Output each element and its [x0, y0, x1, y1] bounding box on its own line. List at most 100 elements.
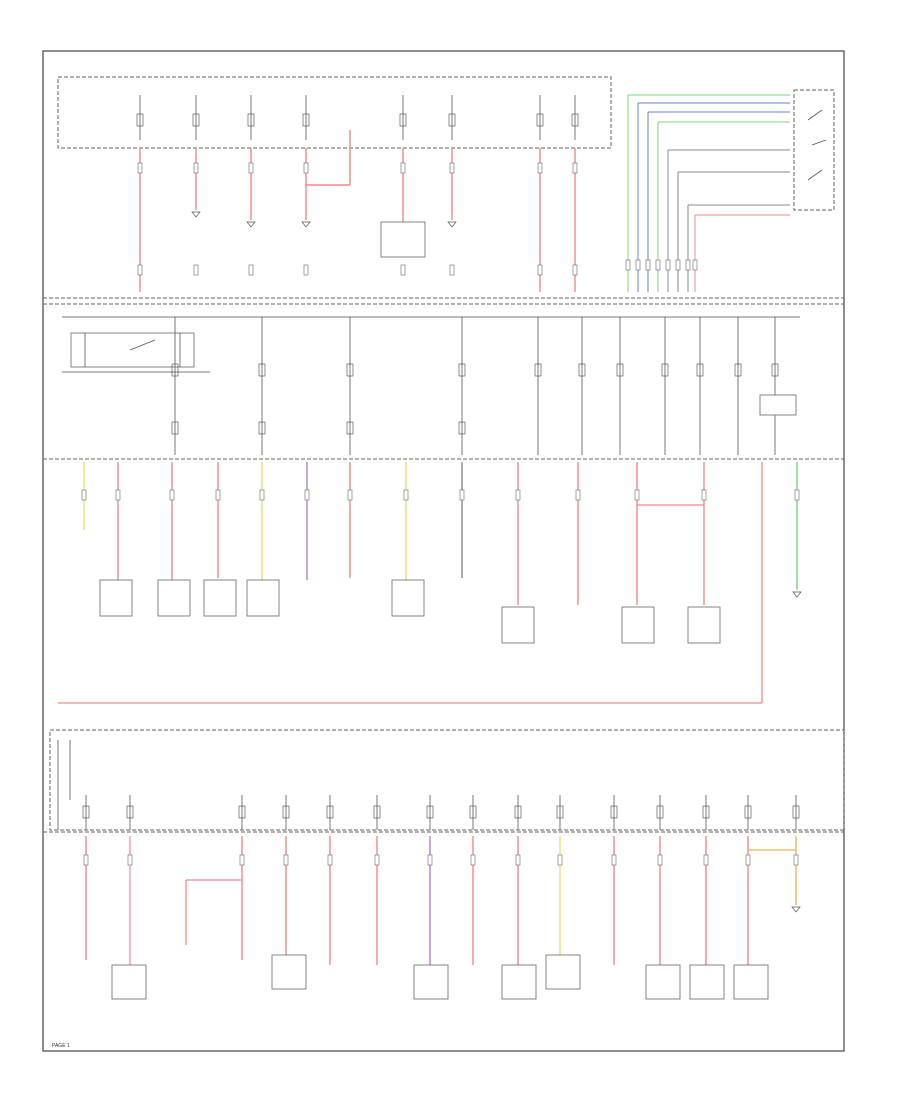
connector — [303, 162, 309, 174]
fuse-symbol — [792, 805, 800, 819]
red-feed-wire — [58, 462, 763, 704]
fuse-symbol — [282, 805, 290, 819]
connector — [427, 854, 433, 866]
connector — [793, 854, 799, 866]
connector — [515, 489, 521, 501]
connector — [83, 854, 89, 866]
fuse-symbol — [696, 363, 704, 377]
connector — [259, 489, 265, 501]
connector — [537, 162, 543, 174]
fuse-symbol — [258, 363, 266, 377]
component-box — [645, 964, 681, 1000]
ignition-switch — [793, 89, 835, 211]
connector — [400, 162, 406, 174]
connector — [193, 264, 199, 276]
ground-symbol — [301, 221, 311, 228]
fuse-symbol — [458, 421, 466, 435]
connector — [557, 854, 563, 866]
connector — [575, 489, 581, 501]
component-box — [689, 964, 725, 1000]
connector — [745, 854, 751, 866]
connector — [449, 264, 455, 276]
ground-symbol — [792, 591, 802, 598]
connector — [248, 264, 254, 276]
fuse-symbol — [514, 805, 522, 819]
connector — [703, 854, 709, 866]
connector — [625, 259, 631, 271]
fuse-symbol — [578, 363, 586, 377]
fuse-symbol — [536, 113, 544, 127]
wires — [81, 94, 800, 965]
component-box — [545, 954, 581, 990]
connector — [374, 854, 380, 866]
components — [99, 211, 802, 1000]
fuse-symbol — [610, 805, 618, 819]
fuse-symbol — [734, 363, 742, 377]
bus-lines — [43, 297, 844, 833]
connector — [137, 264, 143, 276]
connector — [403, 489, 409, 501]
fuse-symbol — [346, 421, 354, 435]
component-box — [391, 579, 425, 617]
component-box — [246, 579, 280, 617]
fuse-symbol — [258, 421, 266, 435]
ground-symbol — [791, 906, 801, 913]
fuse-symbol — [238, 805, 246, 819]
connector — [537, 264, 543, 276]
component-box — [203, 579, 237, 617]
connector — [81, 489, 87, 501]
fuse-symbol — [247, 113, 255, 127]
connector — [347, 489, 353, 501]
component-box — [413, 964, 449, 1000]
connector — [685, 259, 691, 271]
connector — [634, 489, 640, 501]
component-box — [733, 964, 769, 1000]
fuse-symbol — [744, 805, 752, 819]
component-box — [157, 579, 191, 617]
fuse-symbol — [469, 805, 477, 819]
connector — [645, 259, 651, 271]
fuse-symbol — [448, 113, 456, 127]
fuse-symbol — [373, 805, 381, 819]
connector — [248, 162, 254, 174]
fuse-symbol — [192, 113, 200, 127]
fuse-symbol — [171, 421, 179, 435]
component-box — [687, 606, 721, 644]
connector — [611, 854, 617, 866]
component-box — [501, 964, 537, 1000]
connector — [137, 162, 143, 174]
connector — [515, 854, 521, 866]
fuse-symbol — [571, 113, 579, 127]
component-box — [759, 394, 797, 416]
fuse-symbol — [171, 363, 179, 377]
fuse-symbol — [399, 113, 407, 127]
connector — [304, 489, 310, 501]
fuse-symbol — [302, 113, 310, 127]
fuse-symbol — [426, 805, 434, 819]
connector — [283, 854, 289, 866]
component-box — [111, 964, 147, 1000]
battery-relay-box — [70, 332, 195, 368]
fuse-symbol — [702, 805, 710, 819]
connector — [449, 162, 455, 174]
connector — [655, 259, 661, 271]
fuse-symbol — [82, 805, 90, 819]
connector — [115, 489, 121, 501]
connector — [327, 854, 333, 866]
fuse-symbol — [771, 363, 779, 377]
lower-fuse-box — [49, 729, 845, 831]
connector — [215, 489, 221, 501]
connector — [169, 489, 175, 501]
fuse-symbol — [346, 363, 354, 377]
connector — [635, 259, 641, 271]
ground-symbol — [191, 211, 201, 218]
connector — [701, 489, 707, 501]
fuse-symbol — [661, 363, 669, 377]
connector — [127, 854, 133, 866]
top-fuse-box — [57, 76, 612, 149]
connector — [303, 264, 309, 276]
component-box — [621, 606, 655, 644]
fuse-symbol — [616, 363, 624, 377]
fuse-symbol — [458, 363, 466, 377]
